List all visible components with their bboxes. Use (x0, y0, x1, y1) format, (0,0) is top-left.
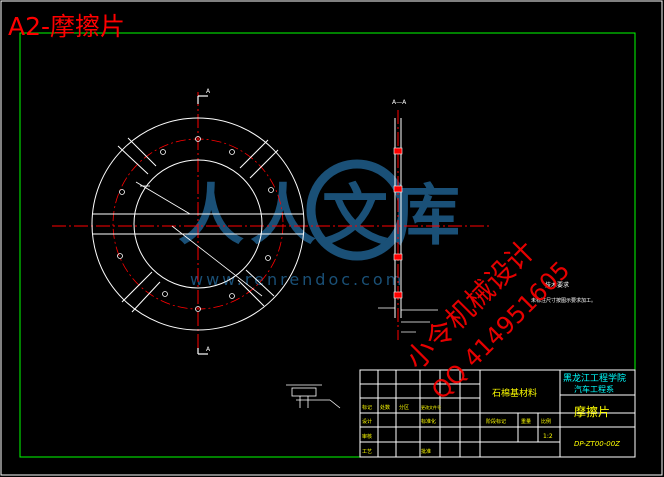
section-marker-top: A (206, 88, 211, 95)
section-label: A—A (392, 99, 407, 106)
watermark-logo-text: 人人文库 (178, 177, 466, 254)
rivet-holes (117, 136, 274, 312)
tb-material: 石棉基材料 (492, 387, 537, 399)
dimension-leaders (135, 181, 263, 297)
tb-scale-label: 比例 (541, 418, 551, 425)
tb-weight-label: 重量 (521, 418, 531, 425)
sheet-title: A2-摩擦片 (8, 12, 125, 41)
tb-change-doc-label: 更改文件号 (421, 404, 441, 410)
tb-stage-label: 阶段标记 (486, 418, 506, 425)
inner-frame (19, 32, 636, 458)
tb-zone-label: 分区 (399, 404, 409, 411)
radial-slots (92, 137, 303, 313)
tb-drawing-no: DP-ZT00-00Z (574, 440, 620, 448)
section-dims (378, 307, 438, 333)
disc-outer-circle (91, 117, 305, 331)
tb-part-name: 摩擦片 (574, 404, 610, 419)
tb-scale-value: 1:2 (543, 433, 553, 440)
tb-school: 黑龙江工程学院 (563, 372, 626, 384)
tb-count-label: 处数 (380, 404, 390, 411)
watermark-url: www.renrendoc.com (190, 270, 404, 289)
tech-requirements-title: 技术要求 (545, 281, 569, 289)
tb-review-label: 审核 (362, 433, 372, 440)
watermark-circle (306, 159, 408, 261)
section-marker-bottom: A (206, 346, 211, 353)
tb-design-label: 设计 (362, 418, 372, 425)
section-markers (197, 95, 208, 355)
tech-requirements-line1: 未标注尺寸按图示要求加工。 (531, 297, 596, 304)
rivet-detail (286, 384, 341, 409)
tb-mark-label: 标记 (362, 404, 372, 411)
tb-approve-label: 批准 (421, 448, 431, 455)
watermark-logo: 人人文库 www.renrendoc.com (178, 159, 466, 289)
tb-craft-label: 工艺 (362, 449, 372, 455)
title-block-grid (359, 369, 636, 458)
tb-standard-label: 标准化 (421, 418, 436, 425)
tb-department: 汽车工程系 (574, 384, 614, 394)
section-rivets (393, 147, 403, 299)
disc-inner-circle (133, 159, 263, 289)
bolt-circle (112, 138, 284, 310)
